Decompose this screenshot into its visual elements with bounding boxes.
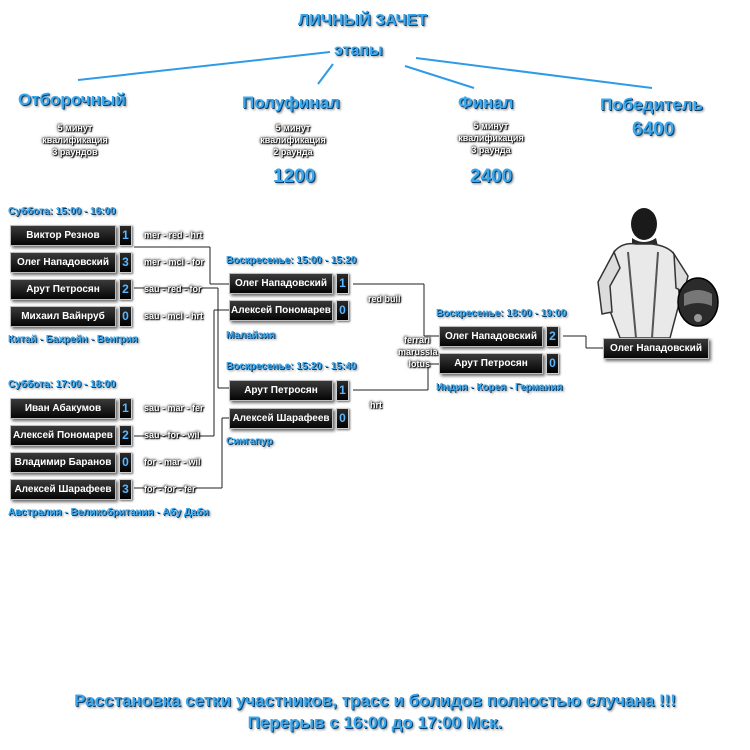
score-box: 2 [546, 326, 559, 347]
score-box: 1 [119, 225, 132, 246]
group2-time: Суббота: 17:00 - 18:00 [8, 379, 116, 390]
player-card[interactable]: Михаил Вайнруб [10, 306, 116, 327]
score-box: 0 [336, 300, 349, 321]
player-card[interactable]: Олег Нападовский [439, 326, 543, 347]
player-card[interactable]: Алексей Пономарев [229, 300, 333, 321]
cars-label: mer - mcl - for [144, 257, 205, 267]
cars-label: red bull [368, 294, 401, 304]
score-box: 3 [119, 479, 132, 500]
stage-semi-points: 1200 [273, 166, 316, 187]
cars-label: sau - for - wil [144, 430, 200, 440]
score-box: 2 [119, 425, 132, 446]
final-time: Воскресенье: 18:00 - 19:00 [436, 308, 567, 319]
score-box: 3 [119, 252, 132, 273]
cars-label: for - mar - wil [144, 457, 201, 467]
player-card[interactable]: Арут Петросян [229, 380, 333, 401]
group1-tracks: Китай - Бахрейн - Венгрия [8, 334, 138, 345]
score-box: 1 [336, 380, 349, 401]
group1-time: Суббота: 15:00 - 16:00 [8, 206, 116, 217]
cars-label: sau - mar - fer [144, 403, 204, 413]
score-box: 0 [119, 306, 132, 327]
stage-semi-note: 5 минут квалификация 2 раунда [260, 123, 326, 157]
cars-label: sau - mcl - hrt [144, 311, 204, 321]
score-box: 2 [119, 279, 132, 300]
score-box: 0 [336, 408, 349, 429]
semi2-track: Сингапур [226, 436, 273, 447]
cars-label: for - for - fer [144, 484, 196, 494]
score-box: 0 [119, 452, 132, 473]
cars-label: hrt [370, 400, 382, 410]
stage-final-title: Финал [458, 93, 514, 112]
page-title: ЛИЧНЫЙ ЗАЧЕТ [298, 12, 428, 29]
semi1-time: Воскресенье: 15:00 - 15:20 [226, 255, 357, 266]
player-card[interactable]: Виктор Резнов [10, 225, 116, 246]
player-card[interactable]: Олег Нападовский [10, 252, 116, 273]
final-tracks: Индия - Корея - Германия [436, 382, 563, 393]
stage-final-note: 5 минут квалификация 3 раунда [458, 121, 524, 155]
semi2-time: Воскресенье: 15:20 - 15:40 [226, 361, 357, 372]
stage-qual-note: 5 минут квалификация 3 раундов [42, 123, 108, 157]
score-box: 1 [336, 273, 349, 294]
player-card[interactable]: Иван Абакумов [10, 398, 116, 419]
player-card[interactable]: Алексей Шарафеев [229, 408, 333, 429]
stage-winner-title: Победитель [600, 95, 703, 114]
stage-winner-points: 6400 [632, 119, 675, 140]
stage-final-points: 2400 [470, 166, 513, 187]
cars-label: mer - red - hrt [144, 230, 203, 240]
stages-label: этапы [334, 42, 383, 59]
group2-tracks: Австралия - Великобритания - Абу Даби [8, 507, 210, 518]
player-card[interactable]: Владимир Баранов [10, 452, 116, 473]
player-card[interactable]: Алексей Шарафеев [10, 479, 116, 500]
player-card[interactable]: Арут Петросян [439, 353, 543, 374]
score-box: 0 [546, 353, 559, 374]
winner-card[interactable]: Олег Нападовский [603, 338, 709, 359]
footer-break-time: Перерыв с 16:00 до 17:00 Мск. [247, 713, 503, 732]
cars-label: sau - red - for [144, 284, 202, 294]
score-box: 1 [119, 398, 132, 419]
final-cars: ferrari marussia lotus [398, 335, 438, 369]
player-card[interactable]: Алексей Пономарев [10, 425, 116, 446]
stage-semi-title: Полуфинал [242, 93, 340, 112]
stage-qual-title: Отборочный [18, 90, 126, 109]
winner-driver-illustration [597, 208, 719, 339]
player-card[interactable]: Арут Петросян [10, 279, 116, 300]
player-card[interactable]: Олег Нападовский [229, 273, 333, 294]
semi1-track: Малайзия [226, 330, 276, 341]
footer-note: Расстановка сетки участников, трасс и бо… [74, 691, 676, 710]
